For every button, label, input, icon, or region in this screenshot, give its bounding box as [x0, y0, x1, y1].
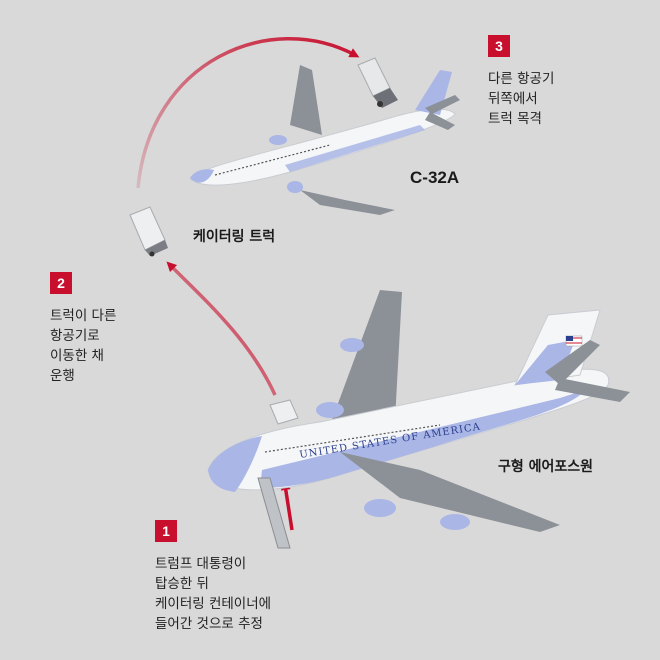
catering-truck-at-c32a [357, 57, 398, 108]
step-2-caption: 트럭이 다른 항공기로 이동한 채 운행 [50, 308, 117, 384]
route-arrow-to-c32a [136, 37, 360, 189]
step-2: 2 트럭이 다른 항공기로 이동한 채 운행 [50, 272, 116, 386]
catering-truck-label: 케이터링 트럭 [193, 229, 276, 245]
c32a-plane [189, 65, 460, 215]
step-1-caption: 트럼프 대통령이 탑승한 뒤 케이터링 컨테이너에 들어간 것으로 추정 [155, 556, 272, 632]
old-air-force-one [207, 290, 630, 549]
step-3: 3 다른 항공기 뒤쪽에서 트럭 목격 [488, 35, 554, 129]
route-arrow-to-truck [166, 261, 277, 396]
c32a-label: C-32A [410, 168, 460, 187]
step-2-badge: 2 [50, 272, 72, 294]
old-af1-label: 구형 에어포스원 [498, 459, 594, 475]
step-3-caption: 다른 항공기 뒤쪽에서 트럭 목격 [488, 71, 555, 127]
step-3-badge: 3 [488, 35, 510, 57]
step-1-badge: 1 [155, 520, 177, 542]
boarding-arrow [280, 480, 294, 531]
catering-truck [129, 206, 168, 257]
step-1: 1 트럼프 대통령이 탑승한 뒤 케이터링 컨테이너에 들어간 것으로 추정 [155, 520, 271, 634]
